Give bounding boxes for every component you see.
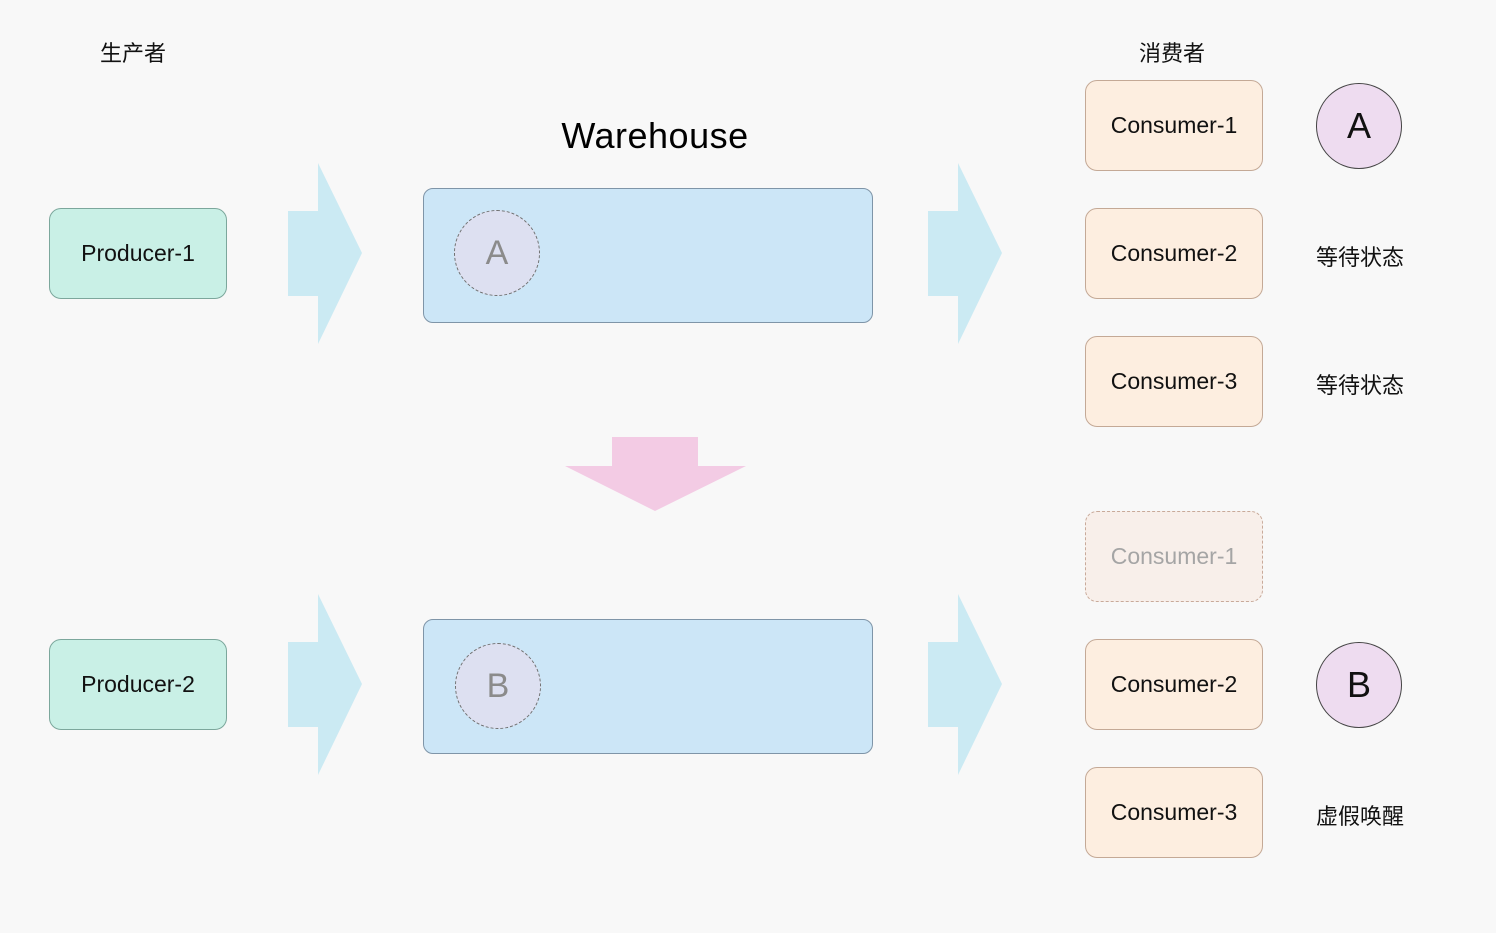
warehouse-top: A — [423, 188, 873, 323]
item-a-consumed: A — [1316, 83, 1402, 169]
produce-arrow-bottom — [288, 594, 362, 775]
consumer-header: 消费者 — [1139, 42, 1206, 67]
consumer-3-node-bottom: Consumer-3 — [1085, 767, 1263, 858]
consume-arrow-top — [928, 163, 1002, 344]
producer-2-node: Producer-2 — [49, 639, 227, 730]
consumer-1-ghost-node: Consumer-1 — [1085, 511, 1263, 602]
warehouse-title: Warehouse — [561, 115, 749, 156]
item-a-in-warehouse: A — [454, 210, 540, 296]
consumer-3-node: Consumer-3 — [1085, 336, 1263, 427]
consume-arrow-bottom — [928, 594, 1002, 775]
producer-header: 生产者 — [100, 42, 167, 67]
consumer-1-node: Consumer-1 — [1085, 80, 1263, 171]
transition-arrow — [565, 437, 746, 511]
produce-arrow-top — [288, 163, 362, 344]
consumer-3-spurious-status: 虚假唤醒 — [1316, 805, 1405, 830]
consumer-2-node: Consumer-2 — [1085, 208, 1263, 299]
item-b-in-warehouse: B — [455, 643, 541, 729]
consumer-2-node-bottom: Consumer-2 — [1085, 639, 1263, 730]
consumer-3-status: 等待状态 — [1316, 374, 1405, 399]
producer-1-node: Producer-1 — [49, 208, 227, 299]
item-b-consumed: B — [1316, 642, 1402, 728]
consumer-2-status: 等待状态 — [1316, 246, 1405, 271]
warehouse-bottom: B — [423, 619, 873, 754]
